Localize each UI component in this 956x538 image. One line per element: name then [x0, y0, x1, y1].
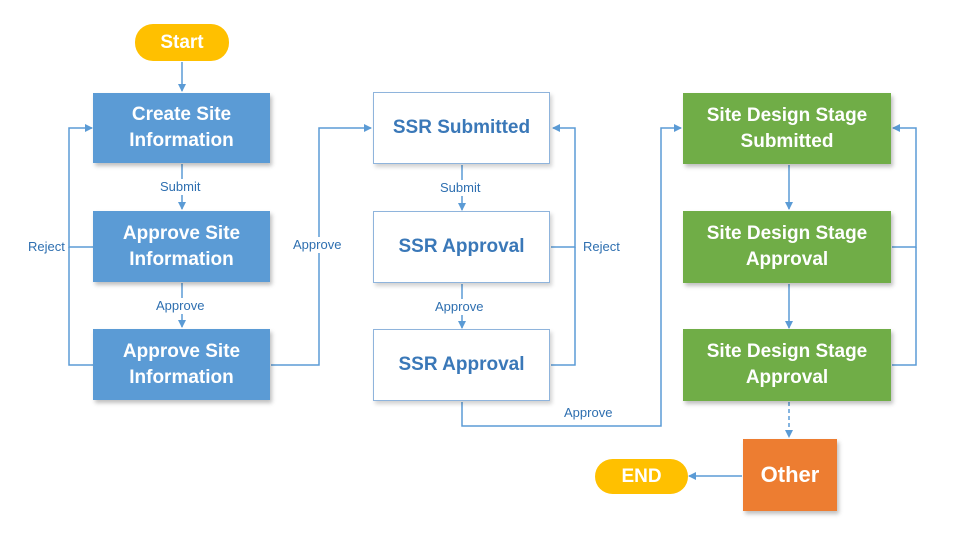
ssr-approval-node-1: SSR Approval	[373, 211, 550, 283]
start-node: Start	[135, 24, 229, 61]
other-node: Other	[743, 439, 837, 511]
ssr-approval-node-2: SSR Approval	[373, 329, 550, 401]
edge-label-approve-1: Approve	[154, 298, 207, 314]
end-node: END	[595, 459, 688, 494]
edge-label-reject-1: Reject	[26, 239, 67, 255]
ssr-submitted-node: SSR Submitted	[373, 92, 550, 164]
edge-reject-loop-2b	[551, 247, 576, 366]
approve-site-information-node-1: Approve Site Information	[93, 211, 270, 282]
edge-label-approve-col1-to-ssr: Approve	[291, 237, 344, 253]
edge-label-approve-ssr-to-site-design: Approve	[562, 405, 615, 421]
edge-label-approve-2: Approve	[433, 299, 486, 315]
edge-reject-loop-1	[68, 124, 93, 248]
edge-label-reject-2: Reject	[581, 239, 622, 255]
site-design-stage-submitted-node: Site Design Stage Submitted	[683, 93, 891, 164]
edge-label-submit-1: Submit	[158, 179, 203, 195]
create-site-information-node: Create Site Information	[93, 93, 270, 163]
edge-label-submit-2: Submit	[438, 180, 483, 196]
site-design-stage-approval-node-2: Site Design Stage Approval	[683, 329, 891, 401]
edge-loop-3b	[892, 247, 917, 366]
site-design-stage-approval-node-1: Site Design Stage Approval	[683, 211, 891, 283]
edge-reject-loop-1b	[68, 247, 93, 366]
edge-loop-3	[892, 124, 917, 248]
edge-reject-loop-2	[551, 124, 576, 248]
edge-ssr-to-site-design	[461, 124, 682, 427]
approve-site-information-node-2: Approve Site Information	[93, 329, 270, 400]
